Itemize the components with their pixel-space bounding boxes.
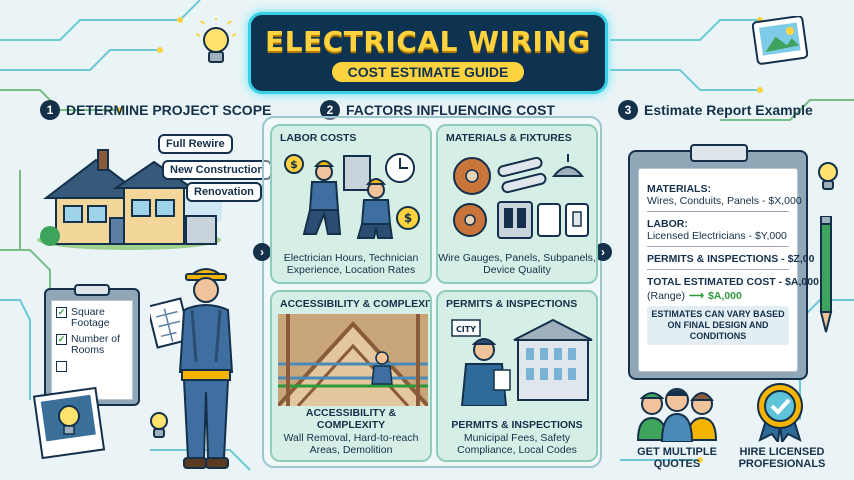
checkmark-icon: ✓ [56, 334, 67, 345]
chevron-right-icon: › [253, 243, 271, 261]
panel-description: Municipal Fees, Safety Compliance, Local… [457, 432, 577, 456]
divider [647, 269, 789, 270]
panel-description: Wall Removal, Hard-to-reach Areas, Demol… [283, 432, 419, 456]
section-title: FACTORS INFLUENCING COST [346, 102, 555, 118]
section-title: DETERMINE PROJECT SCOPE [66, 102, 272, 118]
section-number: 3 [618, 100, 638, 120]
chevron-right-icon: › [594, 243, 612, 261]
lightbulb-photo-icon [32, 386, 106, 460]
picture-icon [752, 16, 808, 65]
materials-heading: MATERIALS: [647, 183, 711, 195]
scope-bubble-renovation: Renovation [186, 182, 262, 202]
section-3-header: 3 Estimate Report Example [618, 100, 813, 120]
lightbulb-icon [150, 412, 168, 438]
panel-description: Wire Gauges, Panels, Subpanels, Device Q… [438, 252, 596, 276]
permits-line: PERMITS & INSPECTIONS - $Z,00 [647, 253, 815, 265]
section-title: Estimate Report Example [644, 102, 813, 118]
panel-title: PERMITS & INSPECTIONS [446, 298, 578, 310]
factor-panel-permits: PERMITS & INSPECTIONS CITY PERMITS & INS… [436, 290, 598, 462]
svg-text:$: $ [404, 211, 412, 225]
checklist-item: ✓ Square Footage [56, 307, 128, 329]
lightbulb-icon [818, 162, 838, 190]
range-label: (Range) [647, 290, 685, 302]
panel-subtitle: PERMITS & INSPECTIONS [451, 419, 583, 431]
checklist-item [56, 361, 128, 372]
labor-heading: LABOR: [647, 218, 688, 230]
badge-check-icon [757, 383, 803, 442]
panel-title: MATERIALS & FIXTURES [446, 132, 572, 144]
scope-checklist: ✓ Square Footage ✓ Number of Rooms [44, 284, 140, 406]
labor-line: Licensed Electricians - $Y,000 [647, 230, 787, 242]
tip-multiple-quotes: GET MULTIPLE QUOTES [637, 446, 717, 470]
clipboard-clip [74, 284, 110, 296]
svg-text:$: $ [290, 158, 298, 171]
tip-hire-licensed: HIRE LICENSED PROFESIONALS [738, 446, 826, 470]
section-number: 2 [320, 100, 340, 120]
total-line: TOTAL ESTIMATED COST - $A,000 [647, 276, 819, 288]
section-1-header: 1 DETERMINE PROJECT SCOPE [40, 100, 271, 120]
inspector-city-hall-illustration: CITY [451, 318, 593, 406]
scope-bubble-new-construction: New Construction [162, 160, 273, 180]
arrow-right-icon: ⟶ [688, 290, 704, 302]
lightbulb-icon [196, 18, 236, 63]
electricians-working-illustration: $ $ [284, 153, 420, 239]
checklist-label: Number of Rooms [71, 333, 121, 356]
checklist-label: Square Footage [71, 306, 110, 329]
section-number: 1 [40, 100, 60, 120]
divider [647, 246, 789, 247]
checkmark-icon: ✓ [56, 307, 67, 318]
electrician-illustration [150, 268, 234, 469]
estimate-report-clipboard: MATERIALS: Wires, Conduits, Panels - $X,… [628, 144, 819, 380]
divider [647, 211, 789, 212]
estimate-note: ESTIMATES CAN VARY BASED ON FINAL DESIGN… [647, 306, 789, 345]
city-sign-text: CITY [456, 325, 476, 334]
panel-title: LABOR COSTS [280, 132, 357, 144]
range-value: $A,000 [708, 290, 742, 302]
pencil-icon [819, 216, 833, 333]
factor-panel-materials: MATERIALS & FIXTURES Wire Gauges, Panels… [436, 124, 598, 284]
estimate-report: MATERIALS: Wires, Conduits, Panels - $X,… [638, 168, 819, 372]
people-group-icon [636, 388, 718, 442]
materials-illustration [453, 154, 589, 239]
checklist-paper: ✓ Square Footage ✓ Number of Rooms [51, 300, 133, 400]
empty-checkbox-icon [56, 361, 67, 372]
materials-line: Wires, Conduits, Panels - $X,000 [647, 195, 802, 207]
panel-description: Electrician Hours, Technician Experience… [283, 252, 419, 276]
panel-subtitle: ACCESSIBILITY & COMPLEXITY [305, 407, 397, 431]
attic-wiring-illustration [278, 314, 428, 406]
panel-title: ACCESSIBILITY & COMPLEXITY [280, 298, 432, 310]
factor-panel-labor: LABOR COSTS $ $ Electrician Hours, Techn… [270, 124, 432, 284]
range-row: (Range) ⟶ $A,000 [647, 290, 789, 302]
panel-description-group: ACCESSIBILITY & COMPLEXITY Wall Removal,… [272, 407, 430, 456]
checklist-item: ✓ Number of Rooms [56, 334, 128, 356]
scope-bubble-full-rewire: Full Rewire [158, 134, 233, 154]
panel-description-group: PERMITS & INSPECTIONS Municipal Fees, Sa… [438, 419, 596, 456]
factor-panel-accessibility: ACCESSIBILITY & COMPLEXITY ACCESSIBILITY… [270, 290, 432, 462]
page-title: ELECTRICAL WIRING [265, 25, 591, 58]
page-subtitle: COST ESTIMATE GUIDE [331, 62, 525, 82]
title-banner: ELECTRICAL WIRING COST ESTIMATE GUIDE [248, 12, 608, 94]
house-illustration [37, 149, 222, 250]
section-2-header: 2 FACTORS INFLUENCING COST [320, 100, 555, 120]
clipboard-clip [690, 144, 748, 162]
